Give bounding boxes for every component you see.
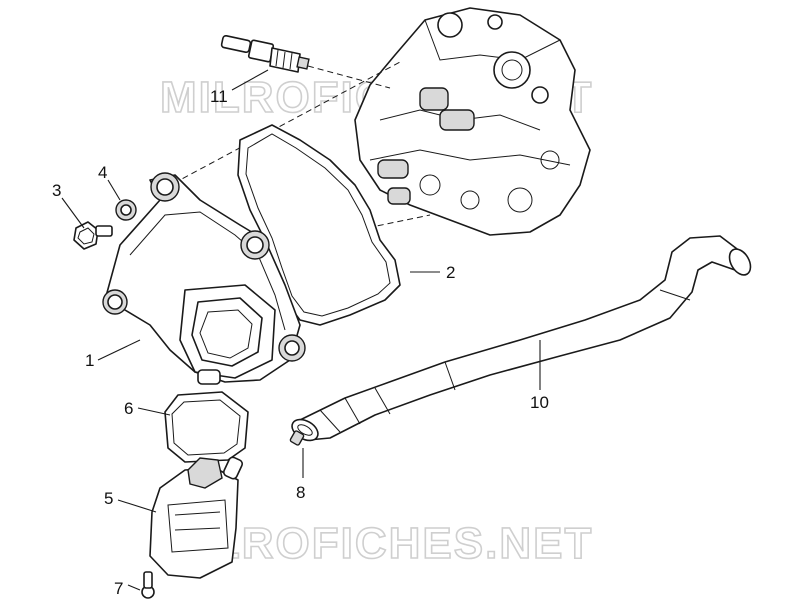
housing-gasket (164, 391, 249, 463)
callout-2: 2 (446, 263, 455, 282)
callout-11: 11 (210, 87, 228, 106)
callout-8: 8 (296, 483, 305, 502)
cylinder-head (354, 7, 591, 236)
bolt (73, 221, 113, 250)
callout-7: 7 (114, 579, 123, 598)
callout-3: 3 (52, 181, 61, 200)
callout-10: 10 (530, 393, 549, 412)
callout-6: 6 (124, 399, 133, 418)
callout-1: 1 (85, 351, 94, 370)
spark-plug (220, 34, 310, 73)
callout-4: 4 (98, 163, 107, 182)
callout-5: 5 (104, 489, 113, 508)
hose-clamp (289, 418, 319, 446)
breather-hose (299, 235, 752, 441)
blow-by-housing (149, 456, 244, 579)
washer (115, 199, 137, 221)
screw (141, 571, 155, 599)
cylinder-head-cover (102, 172, 306, 385)
